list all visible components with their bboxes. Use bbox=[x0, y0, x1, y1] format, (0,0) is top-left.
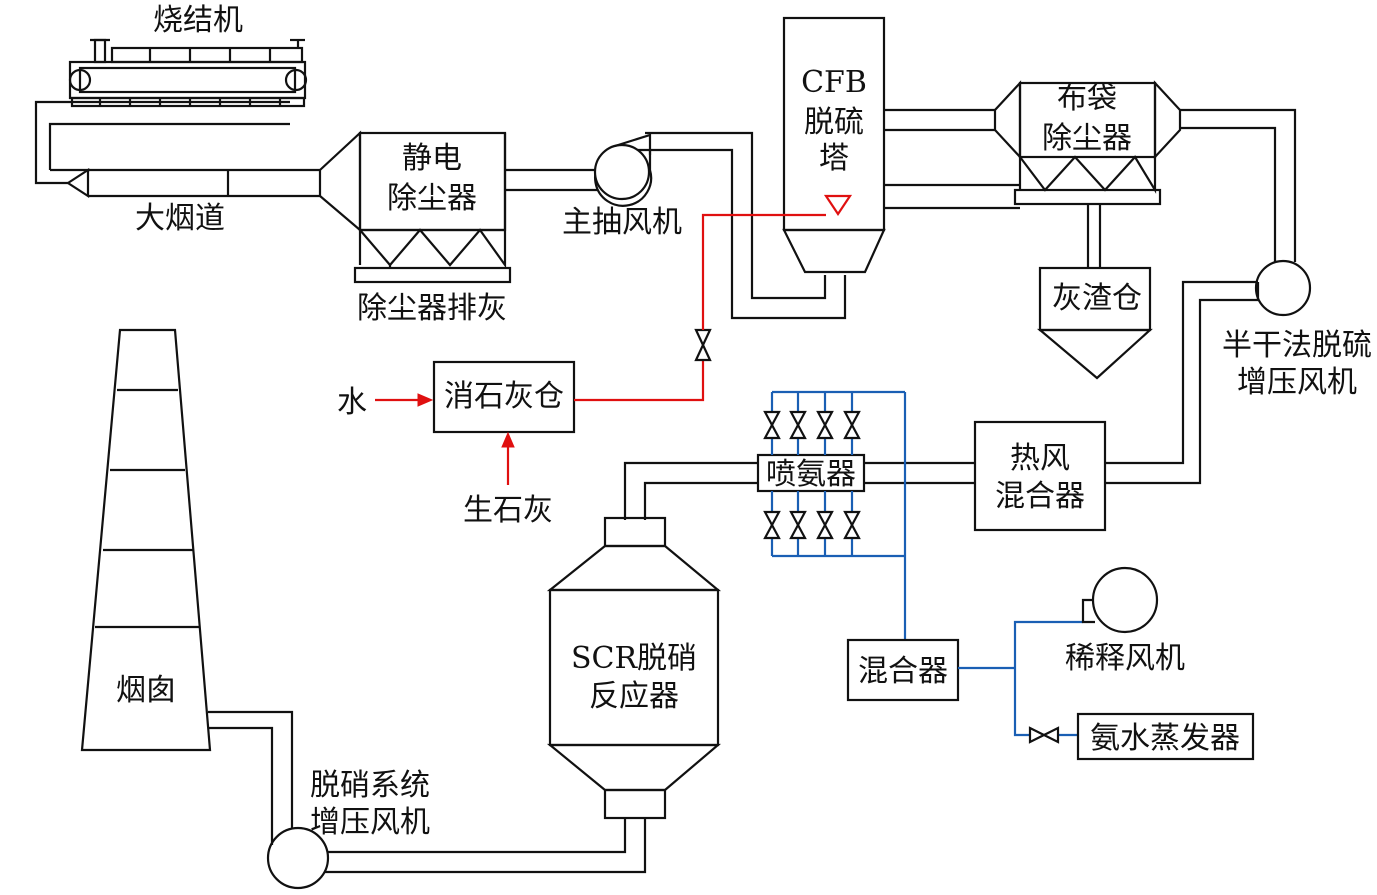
ash-silo bbox=[1036, 266, 1153, 380]
esp-discharge-label: 除尘器排灰 bbox=[357, 291, 507, 326]
hot-air-mixer-label-2: 混合器 bbox=[995, 479, 1085, 514]
bag-to-ash-chute bbox=[1086, 204, 1102, 268]
cfb-label-2: 脱硫 bbox=[804, 105, 864, 140]
dilution-fan bbox=[1081, 566, 1159, 634]
slaked-lime-silo-label: 消石灰仓 bbox=[444, 379, 564, 414]
large-flue-duct bbox=[34, 100, 320, 199]
main-fan bbox=[593, 133, 653, 207]
mixer-feed-lines bbox=[958, 620, 1083, 744]
bag-filter-label-2: 除尘器 bbox=[1042, 121, 1132, 156]
esp-label-1: 静电 bbox=[402, 141, 462, 176]
semidry-to-hot-mixer-duct bbox=[1105, 280, 1258, 485]
injector-to-scr-duct bbox=[623, 461, 758, 520]
sinter-machine bbox=[68, 38, 308, 108]
denox-fan-label-1: 脱硝系统 bbox=[310, 768, 430, 803]
dilution-fan-label: 稀释风机 bbox=[1065, 641, 1185, 676]
mixer bbox=[846, 638, 960, 702]
ammonia-valves-top bbox=[763, 410, 861, 440]
hot-air-mixer bbox=[973, 420, 1107, 532]
semi-dry-fan-label-2: 增压风机 bbox=[1237, 365, 1357, 400]
esp-to-fan-duct bbox=[505, 168, 598, 192]
ammonia-evaporator-label: 氨水蒸发器 bbox=[1090, 721, 1240, 756]
sinter-machine-label: 烧结机 bbox=[153, 3, 243, 38]
semi-dry-booster-fan bbox=[1248, 259, 1312, 317]
lime-feed-lines bbox=[375, 213, 826, 485]
esp-label-2: 除尘器 bbox=[387, 181, 477, 216]
chimney bbox=[80, 328, 212, 752]
hot-mixer-to-injector-duct bbox=[864, 461, 975, 485]
scr-label-2: 反应器 bbox=[589, 679, 679, 714]
scr-to-denox-fan-duct bbox=[325, 818, 647, 874]
electrostatic-precipitator bbox=[318, 130, 512, 284]
denox-booster-fan bbox=[208, 710, 330, 890]
scr-reactor bbox=[546, 516, 722, 820]
water-label: 水 bbox=[337, 385, 367, 420]
bag-to-semidry-fan-duct bbox=[1180, 108, 1297, 262]
quicklime-label: 生石灰 bbox=[463, 493, 553, 528]
chimney-label: 烟囱 bbox=[116, 673, 176, 708]
large-flue-label: 大烟道 bbox=[135, 201, 225, 236]
bag-filter bbox=[993, 80, 1182, 206]
ammonia-evaporator bbox=[1076, 712, 1255, 761]
slaked-lime-silo bbox=[432, 360, 576, 434]
main-fan-label: 主抽风机 bbox=[562, 205, 682, 240]
ammonia-valves-bottom bbox=[763, 510, 861, 540]
bag-filter-label-1: 布袋 bbox=[1057, 81, 1117, 116]
cfb-desulfurization-tower bbox=[782, 16, 886, 274]
ash-silo-label: 灰渣仓 bbox=[1052, 281, 1142, 316]
semi-dry-fan-label-1: 半干法脱硫 bbox=[1222, 328, 1372, 363]
cfb-label-3: 塔 bbox=[819, 141, 849, 176]
mixer-label: 混合器 bbox=[858, 654, 948, 689]
cfb-label-1: CFB bbox=[801, 65, 867, 100]
ammonia-injector-label: 喷氨器 bbox=[766, 457, 856, 492]
cfb-to-bag-duct bbox=[884, 108, 1020, 210]
scr-label-1: SCR脱硝 bbox=[571, 641, 697, 676]
fan-to-cfb-duct bbox=[645, 131, 847, 320]
hot-air-mixer-label-1: 热风 bbox=[1010, 441, 1070, 476]
ammonia-injector bbox=[756, 453, 866, 493]
denox-fan-label-2: 增压风机 bbox=[310, 805, 430, 840]
